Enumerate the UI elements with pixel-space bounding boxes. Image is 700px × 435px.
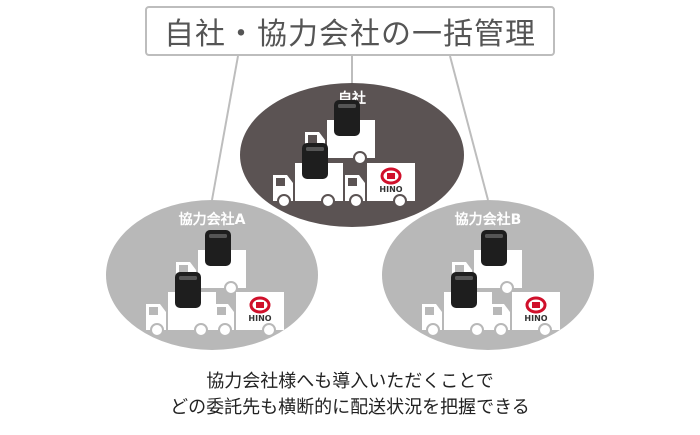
truck-with-device (273, 143, 343, 208)
group-partner-a: 協力会社A HIN (106, 200, 318, 350)
truck-with-device (146, 272, 216, 337)
connector-partner-a (211, 55, 239, 201)
truck-hino: HINO (490, 292, 560, 337)
hino-logo-text: HINO (524, 314, 547, 323)
page-title: 自社・協力会社の一括管理 (164, 17, 536, 52)
group-own: 自社 HINO (240, 83, 464, 227)
hino-logo-text: HINO (248, 314, 271, 323)
hino-logo-icon: HINO (379, 167, 403, 194)
group-partner-b: 協力会社B HIN (382, 200, 594, 350)
tracking-device-icon (302, 143, 328, 179)
hino-logo-text: HINO (379, 185, 402, 194)
connectors (211, 55, 489, 201)
tracking-device-icon (334, 100, 360, 136)
caption-line-2: どの委託先も横断的に配送状況を把握できる (170, 397, 530, 418)
truck-with-device (452, 230, 522, 295)
hino-logo-icon: HINO (248, 296, 272, 323)
tracking-device-icon (481, 230, 507, 266)
truck-hino: HINO (345, 163, 415, 208)
group-partner-b-label: 協力会社B (455, 211, 522, 228)
connector-partner-b (449, 55, 489, 201)
tracking-device-icon (451, 272, 477, 308)
tracking-device-icon (205, 230, 231, 266)
hino-logo-icon: HINO (524, 296, 548, 323)
tracking-device-icon (175, 272, 201, 308)
truck-hino: HINO (214, 292, 284, 337)
group-partner-a-label: 協力会社A (179, 211, 246, 228)
truck-with-device (422, 272, 492, 337)
title-box: 自社・協力会社の一括管理 (145, 6, 555, 56)
caption-line-1: 協力会社様へも導入いただくことで (206, 371, 494, 392)
